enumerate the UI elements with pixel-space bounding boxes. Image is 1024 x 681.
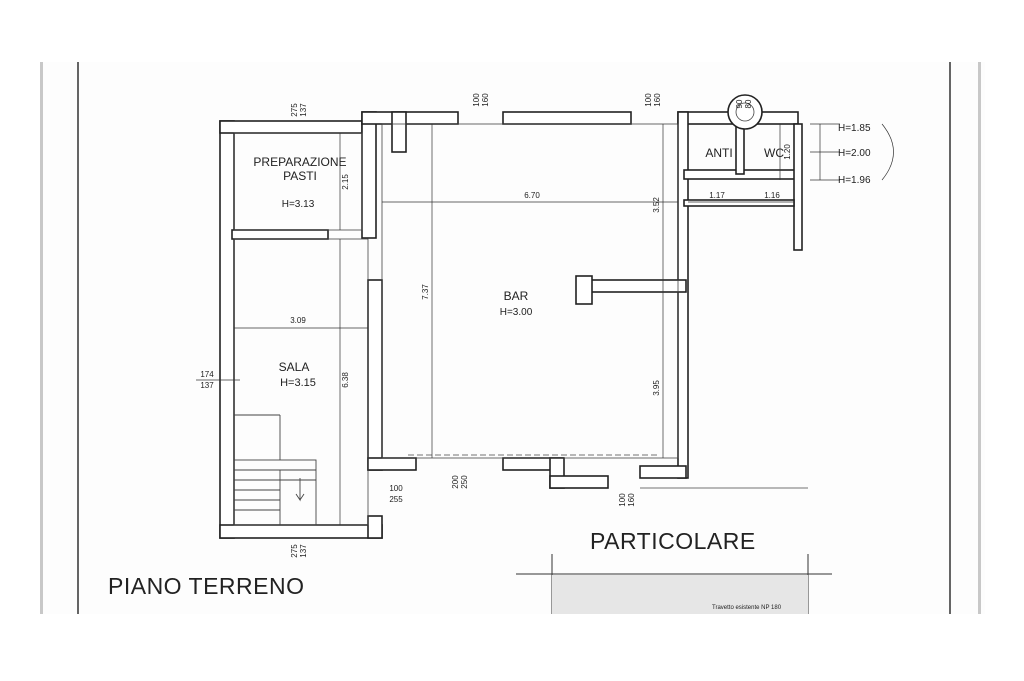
dim-117: 1.17 (709, 191, 725, 200)
opening-door-a: 100 (389, 484, 403, 493)
staircase (233, 414, 317, 526)
sala-height: H=3.15 (280, 377, 316, 389)
opening-left-b: 137 (200, 381, 214, 390)
bar-room-outline (381, 123, 679, 459)
walls (219, 111, 803, 539)
dim-116: 1.16 (764, 191, 780, 200)
prep-name-line1: PREPARAZIONE (253, 155, 346, 169)
anti-name: ANTI (705, 146, 732, 160)
dimension-lines (196, 123, 894, 525)
dim-215: 2.15 (341, 174, 350, 190)
opening-bottom-mid-a: 200 (451, 475, 460, 489)
wall-bar-right (677, 111, 689, 479)
circle-label-b: 80 (744, 99, 753, 108)
dim-309: 3.09 (290, 316, 306, 325)
detail-title: PARTICOLARE (590, 528, 756, 554)
dim-120: 1.20 (783, 144, 792, 160)
pillar-bar (575, 275, 593, 305)
wall-prep-sala (231, 229, 329, 240)
floor-title: PIANO TERRENO (108, 573, 305, 599)
wall-bar-interior (585, 279, 687, 293)
opening-bottom-left-a: 275 (290, 544, 299, 558)
prep-name-line2: PASTI (283, 169, 317, 183)
wall-corner-bottom (367, 515, 383, 539)
wall-bar-bottom-right (639, 465, 687, 479)
wc-name: WC (764, 146, 784, 160)
opening-bottom-right-b: 160 (627, 493, 636, 507)
wall-center-lower (367, 279, 383, 471)
opening-top-mid-a: 100 (472, 93, 481, 107)
wall-left-bottom (219, 524, 383, 539)
wall-bar-top-step (391, 111, 407, 153)
sheet-left-edge (40, 62, 43, 614)
wall-left-outer (219, 120, 235, 539)
height-label-2: H=2.00 (838, 148, 871, 159)
detail-note: Travetto esistente NP 180 (712, 605, 782, 611)
height-arc (881, 123, 894, 181)
opening-top-left-a: 275 (290, 103, 299, 117)
wall-center-upper (361, 111, 377, 239)
circular-shaft (727, 94, 763, 130)
stair-outline (233, 459, 317, 526)
drawing-sheet (40, 62, 985, 614)
opening-top-right-a: 100 (644, 93, 653, 107)
stair-arrow-icon (295, 478, 305, 502)
wall-center-foot (367, 457, 417, 471)
opening-door-b: 255 (389, 495, 403, 504)
opening-top-left-b: 137 (299, 103, 308, 117)
dim-395: 3.95 (652, 380, 661, 396)
wall-bar-top-mid (502, 111, 632, 125)
sala-name: SALA (279, 360, 310, 374)
opening-bottom-mid-b: 250 (460, 475, 469, 489)
wall-anti-wc (735, 123, 745, 175)
circle-label-a: 90 (735, 99, 744, 108)
height-label-3: H=1.96 (838, 175, 871, 186)
wall-left-top (219, 120, 363, 134)
dim-670: 6.70 (524, 191, 540, 200)
dim-352: 3.52 (652, 197, 661, 213)
wall-wc-right (793, 123, 803, 251)
prep-height: H=3.13 (282, 199, 315, 210)
opening-bottom-left-b: 137 (299, 544, 308, 558)
wall-passage (683, 199, 795, 207)
bar-name: BAR (504, 289, 529, 303)
detail-section (516, 554, 832, 614)
wall-bar-bottom-foot (549, 475, 609, 489)
dim-638: 6.38 (341, 372, 350, 388)
prep-room-outline (233, 132, 363, 231)
opening-top-right-b: 160 (653, 93, 662, 107)
bar-height: H=3.00 (500, 307, 533, 318)
wall-bar-top-left (361, 111, 459, 125)
opening-left-a: 174 (200, 370, 214, 379)
height-label-1: H=1.85 (838, 123, 871, 134)
opening-top-mid-b: 160 (481, 93, 490, 107)
dim-737: 7.37 (421, 284, 430, 300)
detail-hatch (552, 575, 808, 614)
opening-bottom-right-a: 100 (618, 493, 627, 507)
sheet-right-edge (978, 62, 981, 614)
